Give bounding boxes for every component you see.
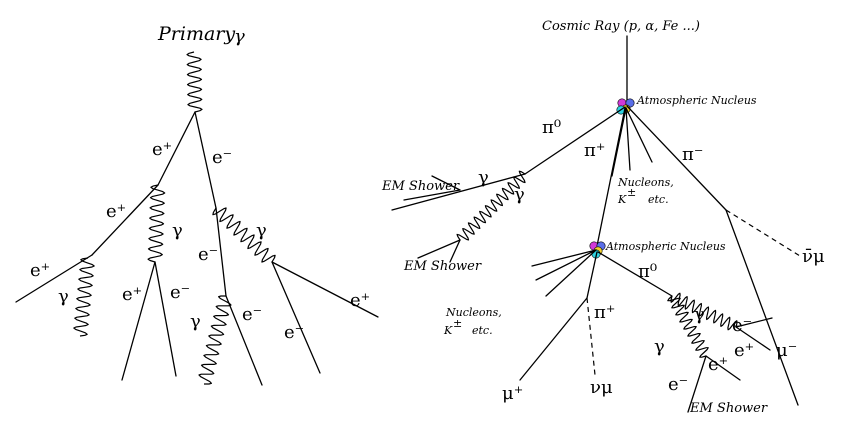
em-shower-lower-ray-1: [417, 239, 461, 259]
atmospheric-nucleus-2-icon: [589, 241, 606, 259]
primary-photon-line: [186, 51, 203, 113]
nucleons-2-k-charge: ±: [453, 317, 462, 330]
label-e-minus-4: e⁻: [170, 282, 190, 303]
track-e-plus-1: [157, 111, 196, 186]
track-pi-plus-1: [596, 107, 626, 247]
label-pi-plus-1: π⁺: [584, 140, 605, 161]
label-gamma-pi0-2b: γ: [654, 336, 665, 357]
cosmic-ray-shower: Cosmic Ray (p, α, Fe ...) Atmospheric Nu…: [381, 19, 825, 416]
photon-line-pi0-2b: [667, 295, 709, 358]
primary-gamma-shower: Primary γ e⁺ e⁻ e⁺ γ e⁺ γ e⁺ e⁻ γ e⁻ e⁻ …: [15, 23, 379, 386]
photon-line-2: [147, 184, 166, 263]
nucleons-1-k-charge: ±: [627, 186, 636, 199]
label-gamma-3: γ: [58, 286, 69, 307]
label-gamma-lower: γ: [514, 184, 525, 205]
label-gamma-pi0-2a: γ: [694, 304, 705, 325]
label-pi-zero-2: π⁰: [638, 261, 657, 282]
photon-line-pi0-2a: [670, 292, 738, 331]
nucleons-1-k: K: [617, 193, 627, 206]
label-e-plus-r2: e⁺: [708, 354, 728, 375]
track-e-plus-6: [271, 261, 379, 318]
primary-title: Primary: [157, 23, 235, 45]
label-gamma-7: γ: [190, 311, 201, 332]
label-e-minus-7: e⁻: [242, 304, 262, 325]
track-e-minus-5: [215, 207, 227, 297]
track-e-minus-r1: [735, 317, 773, 328]
em-shower-bottom-label: EM Shower: [689, 401, 768, 416]
label-e-plus-2: e⁺: [106, 201, 126, 222]
track-e-minus-r2: [687, 355, 707, 413]
label-e-plus-4: e⁺: [122, 284, 142, 305]
photon-line-pi0-1: [456, 170, 526, 241]
label-pi-minus: π⁻: [682, 144, 703, 165]
nucleons-ray-2: [625, 107, 631, 171]
label-pi-zero-1: π⁰: [542, 117, 561, 138]
track-pi-zero-2: [597, 251, 673, 297]
em-shower-upper-ray-2: [403, 189, 461, 201]
nucleons-1-etc: etc.: [648, 193, 669, 206]
track-pi-zero-1: [524, 106, 626, 175]
track-nu-mu: [586, 297, 596, 376]
label-e-plus-1: e⁺: [152, 139, 172, 160]
em-shower-upper-label: EM Shower: [381, 179, 460, 194]
photon-line-7: [198, 295, 232, 385]
photon-line-5: [212, 207, 276, 263]
nucleons-2-k: K: [443, 324, 453, 337]
label-nu-mu: νμ: [590, 377, 613, 398]
nucleons-2-ray-2: [535, 249, 597, 281]
track-mu-minus: [725, 209, 799, 406]
em-shower-lower-ray-2: [449, 239, 461, 263]
label-e-plus-6: e⁺: [350, 290, 370, 311]
label-e-plus-3: e⁺: [30, 260, 50, 281]
track-e-minus-7: [225, 295, 263, 386]
label-gamma-5: γ: [256, 220, 267, 241]
label-e-plus-r1: e⁺: [734, 340, 754, 361]
em-shower-lower-label: EM Shower: [403, 259, 482, 274]
em-shower-upper-ray-1: [431, 175, 461, 191]
label-e-minus-r2: e⁻: [668, 374, 688, 395]
track-e-minus-6: [271, 261, 321, 374]
label-e-minus-6: e⁻: [284, 322, 304, 343]
track-e-plus-2: [91, 184, 159, 256]
atmospheric-nucleus-2-label: Atmospheric Nucleus: [605, 240, 726, 253]
track-e-minus-1: [194, 111, 217, 209]
label-mu-plus: μ⁺: [502, 383, 523, 404]
track-e-plus-r2: [705, 355, 741, 381]
track-e-plus-3: [15, 254, 93, 303]
track-e-plus-4: [121, 261, 156, 381]
label-nu-mu-bar: ν̄μ: [802, 246, 825, 267]
track-nu-mu-bar: [725, 209, 801, 257]
nucleons-2-etc: etc.: [472, 324, 493, 337]
nucleons-2-ray-3: [545, 249, 597, 297]
label-gamma-2: γ: [172, 220, 183, 241]
track-e-minus-4: [154, 261, 177, 377]
nucleons-2-line1: Nucleons,: [445, 306, 502, 319]
nucleons-ray-3: [625, 107, 653, 163]
label-mu-minus: μ⁻: [776, 340, 797, 361]
nucleons-1-line1: Nucleons,: [617, 176, 674, 189]
track-pi-minus: [626, 105, 727, 211]
label-e-minus-r1: e⁻: [732, 315, 752, 336]
label-pi-plus-2: π⁺: [594, 302, 615, 323]
track-em-shower-upper-gamma: [391, 173, 526, 211]
label-e-minus-5: e⁻: [198, 244, 218, 265]
track-mu-plus: [519, 297, 588, 381]
label-gamma-upper: γ: [478, 167, 489, 188]
primary-gamma-symbol: γ: [234, 26, 245, 47]
photon-line-3: [73, 257, 95, 337]
track-e-plus-r1: [735, 326, 771, 351]
track-pi-plus-2: [586, 251, 598, 299]
nucleons-ray-1: [611, 107, 627, 177]
atmospheric-nucleus-1-label: Atmospheric Nucleus: [636, 94, 757, 107]
cosmic-ray-title: Cosmic Ray (p, α, Fe ...): [542, 19, 700, 34]
label-e-minus-1: e⁻: [212, 147, 232, 168]
nucleons-2-ray-1: [531, 249, 597, 267]
